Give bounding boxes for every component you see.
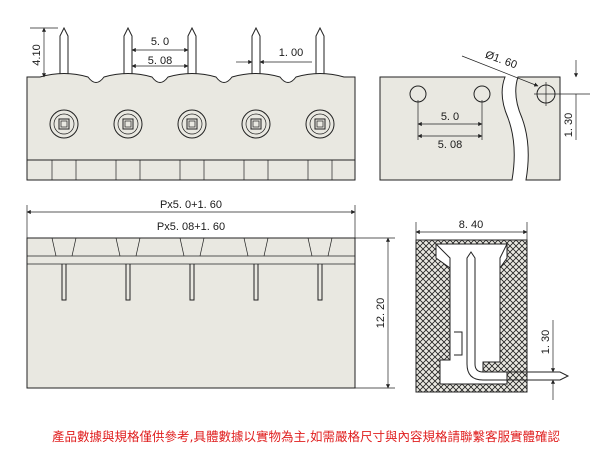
dim-total-length: Px5. 0+1. 60 Px5. 08+1. 60 — [26, 199, 356, 238]
dim-pin-thickness-side: 1. 30 — [558, 60, 590, 140]
svg-text:Ø1. 60: Ø1. 60 — [483, 49, 518, 72]
dim-pin-thickness-section: 1. 30 — [540, 320, 560, 400]
dim-pin-length: 4.10 — [30, 27, 58, 78]
dim-pitch-side: 5. 0 5. 08 — [417, 100, 483, 151]
housing-section — [415, 239, 528, 393]
svg-text:8. 40: 8. 40 — [459, 219, 483, 231]
dim-depth: 8. 40 — [415, 219, 528, 240]
svg-text:12. 20: 12. 20 — [375, 298, 387, 329]
hole-marker — [534, 82, 558, 106]
slots — [51, 237, 333, 257]
screws — [49, 109, 335, 139]
svg-text:5. 0: 5. 0 — [441, 111, 459, 123]
bottom-tabs — [51, 160, 333, 180]
connector-body-top — [26, 73, 356, 161]
side-view-top: Ø1. 60 5. 0 5. 08 1. 30 — [379, 49, 590, 181]
svg-text:4.10: 4.10 — [31, 44, 43, 65]
dim-pin-width: 1. 00 — [236, 47, 312, 65]
hidden-pins — [61, 264, 323, 301]
front-view-top: 4.10 5. 0 5. 08 1. 00 — [26, 26, 356, 181]
section-view: 8. 40 1. 30 — [415, 219, 570, 400]
dim-height: 12. 20 — [355, 237, 395, 389]
svg-text:5. 08: 5. 08 — [148, 55, 172, 67]
svg-text:5. 08: 5. 08 — [438, 139, 462, 151]
dim-pitch-top: 5. 0 5. 08 — [131, 36, 189, 69]
disclaimer-note: 產品數據與規格僅供參考,具體數據以實物為主,如需嚴格尺寸與內容規格請聯繫客服實體… — [52, 429, 560, 444]
svg-text:5. 0: 5. 0 — [151, 36, 169, 48]
svg-text:1. 00: 1. 00 — [279, 47, 303, 59]
svg-text:1. 30: 1. 30 — [540, 330, 552, 354]
svg-text:Px5. 08+1. 60: Px5. 08+1. 60 — [157, 221, 225, 233]
svg-text:1. 30: 1. 30 — [563, 113, 575, 137]
svg-text:Px5. 0+1. 60: Px5. 0+1. 60 — [160, 199, 222, 211]
front-view-bottom: Px5. 0+1. 60 Px5. 08+1. 60 12. 20 — [26, 199, 395, 389]
